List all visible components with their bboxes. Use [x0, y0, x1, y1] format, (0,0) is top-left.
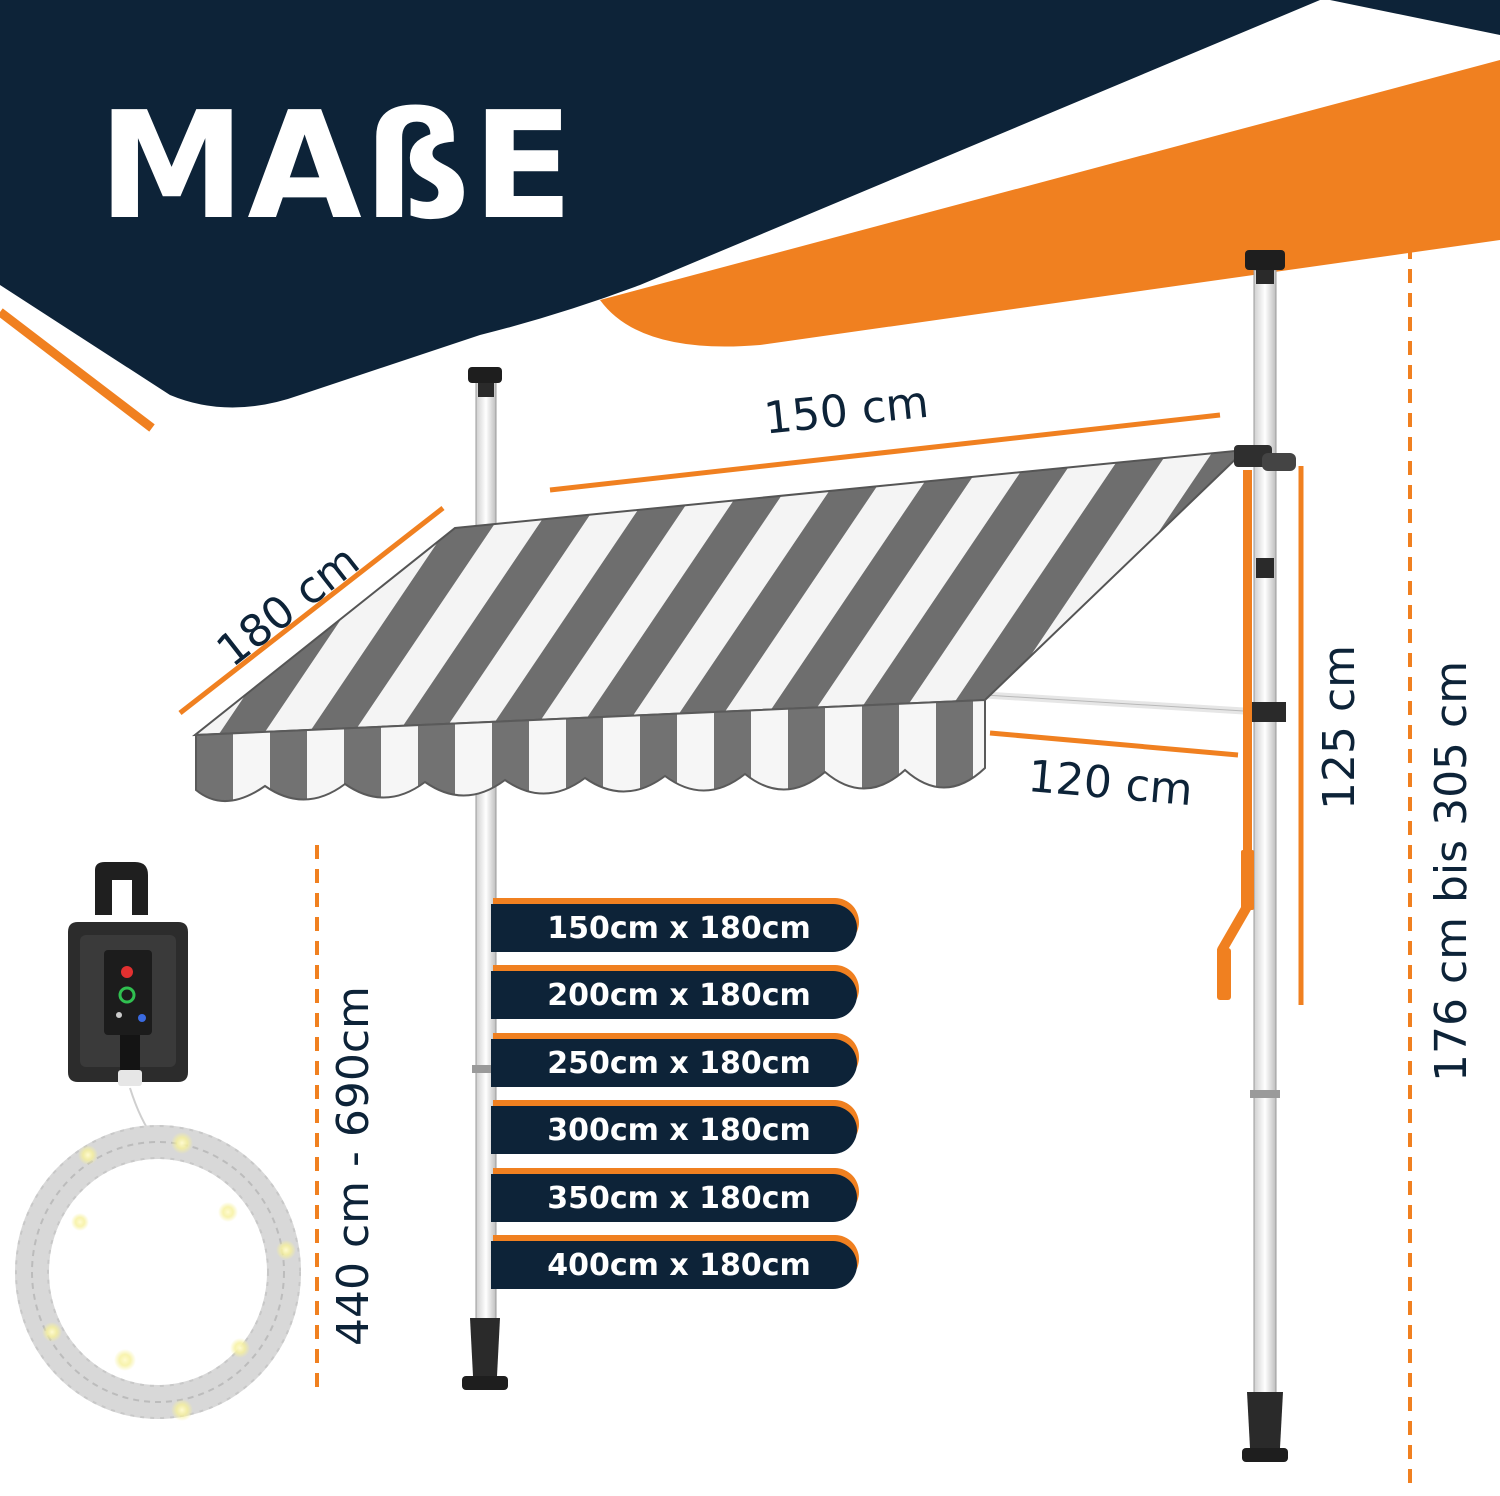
orange-band	[600, 60, 1500, 347]
dim-line-arm	[989, 730, 1239, 758]
dim-label-pole-range: 176 cm bis 305 cm	[1426, 660, 1477, 1082]
page-title: MAßE	[98, 80, 576, 252]
dim-label-height: 125 cm	[1314, 644, 1365, 810]
awning-valance	[195, 698, 986, 803]
dim-line-projection	[178, 506, 445, 715]
size-option: 400cm x 180cm	[491, 1241, 857, 1289]
navy-header-band	[0, 0, 1500, 408]
size-option: 200cm x 180cm	[491, 971, 857, 1019]
crank-handle-icon	[1217, 470, 1254, 1000]
telescopic-pole-icon	[1242, 250, 1288, 1462]
telescopic-pole-icon	[462, 367, 508, 1390]
size-option: 150cm x 180cm	[491, 904, 857, 952]
dim-label-light-length: 440 cm - 690cm	[328, 986, 379, 1346]
led-string-light-icon	[15, 1087, 301, 1421]
size-option: 300cm x 180cm	[491, 1106, 857, 1154]
orange-accent-line	[0, 308, 155, 432]
size-option: 250cm x 180cm	[491, 1039, 857, 1087]
awning-canopy	[191, 448, 1248, 737]
dim-line-width	[549, 412, 1221, 493]
size-option: 350cm x 180cm	[491, 1174, 857, 1222]
led-controller-icon	[68, 862, 188, 1086]
